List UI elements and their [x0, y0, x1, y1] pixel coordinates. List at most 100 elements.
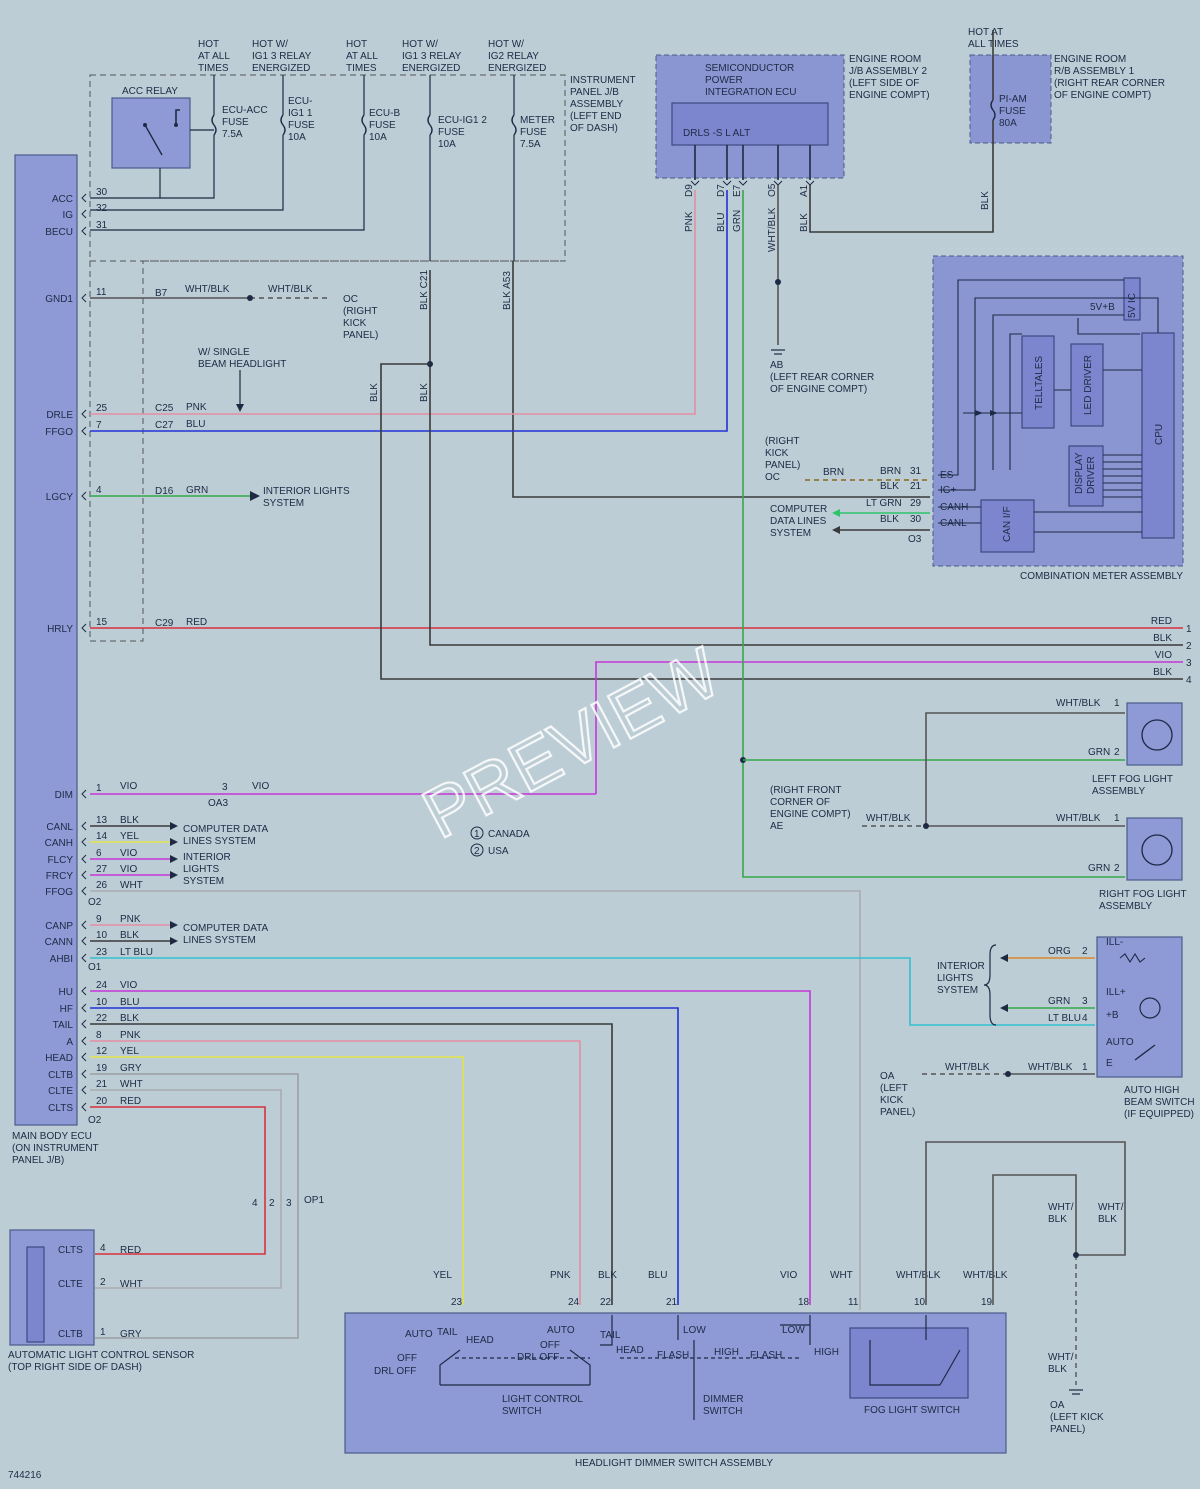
ecu-pin-number: 20 [96, 1096, 108, 1107]
sensor-name: AUTOMATIC LIGHT CONTROL SENSOR(TOP RIGHT… [8, 1350, 194, 1373]
conn-oa3-num: 3 [222, 782, 228, 793]
ecu-pin-number: 22 [96, 1013, 108, 1024]
note-canada: CANADA [488, 829, 530, 840]
spiec-inner-pins: DRLS -S L ALT [683, 128, 750, 139]
dimmer-wire-label: WHT [830, 1270, 853, 1281]
dim-vio-2: VIO [252, 781, 269, 792]
conn-b7: B7 [155, 288, 168, 299]
ecu-pin-number: 9 [96, 914, 102, 925]
ecu-pin-label: CANH [45, 838, 73, 849]
ecu-pin-label: DRLE [46, 410, 73, 421]
ecu-pin-number: 6 [96, 848, 102, 859]
dimmer-switch-position: HEAD [616, 1345, 644, 1356]
drle-pnk: PNK [186, 402, 207, 413]
gnd-whtblk-1: WHT/BLK [185, 284, 230, 295]
bus-wire-color: BLK [1153, 633, 1172, 644]
ecu-pin-label: HRLY [47, 624, 73, 635]
5v-ic-block [1123, 277, 1141, 321]
dimmer-wire-label: BLU [648, 1270, 667, 1281]
can1-wire-label: WHT [120, 880, 143, 891]
ecu-pin-label: CLTE [48, 1086, 73, 1097]
dimmer-wire-label: WHT/BLK [963, 1270, 1008, 1281]
ecu-pin-number: 14 [96, 831, 108, 842]
led-driver-label: LED DRIVER [1083, 355, 1094, 415]
combo-pin-number: 30 [910, 514, 922, 525]
ahb-pin-label: ILL- [1106, 937, 1123, 948]
left-fog-lamp-icon [1141, 719, 1173, 751]
ecu-pin-number: 30 [96, 187, 108, 198]
ecu-pin-label: HEAD [45, 1053, 73, 1064]
sensor-pin-label: CLTS [58, 1245, 83, 1256]
dimmer-pin-number: 22 [600, 1297, 612, 1308]
dimmer-switch-position: LOW [782, 1325, 805, 1336]
right-fog-whtblk: WHT/BLK [1056, 813, 1101, 824]
ecu-pin-label: LGCY [46, 492, 74, 503]
ecu-pin-label: HF [60, 1004, 73, 1015]
connector-o2-b: O2 [88, 1115, 102, 1126]
ahb-wire-color: GRN [1048, 996, 1070, 1007]
op1-num-3: 3 [286, 1198, 292, 1209]
sensor-pin-label: CLTE [58, 1279, 83, 1290]
dimmer-switch-position: AUTO [547, 1325, 575, 1336]
can1-wire-label: VIO [120, 864, 137, 875]
dimmer-switch-position: FLASH [750, 1350, 782, 1361]
can1-wire-label: BLK [120, 815, 139, 826]
svg-text:1: 1 [474, 829, 480, 840]
display-driver-block [1068, 445, 1104, 507]
dimmer-switch-position: FLASH [657, 1350, 689, 1361]
fog-light-switch-box [849, 1327, 969, 1399]
dim-vio-1: VIO [120, 781, 137, 792]
preview-watermark: PREVIEW [410, 633, 732, 853]
left-fog-whtblk: WHT/BLK [1056, 698, 1101, 709]
ecu-pin-label: FFOG [45, 887, 73, 898]
dimmer-pin-number: 21 [666, 1297, 678, 1308]
ecu-pin-label: CANL [46, 822, 73, 833]
dimmer-switch-position: HIGH [814, 1347, 839, 1358]
engine-room-rb1-box [969, 54, 1052, 144]
dimmer-pin-number: 23 [451, 1297, 463, 1308]
wire-blk-c21: BLK C21 [419, 270, 430, 310]
dimmer-switch-position: DRL OFF [374, 1366, 416, 1377]
combo-pin-number: 31 [910, 466, 922, 477]
ecu-pin-number: 12 [96, 1046, 108, 1057]
dimmer-wire-label: PNK [550, 1270, 571, 1281]
dimmer-wire-label: YEL [433, 1270, 452, 1281]
spiec-wire: PNK [684, 211, 695, 232]
sensor-pin-number: 1 [100, 1327, 106, 1338]
spiec-wire: BLK [799, 213, 810, 232]
bus-wire-color: RED [1151, 616, 1172, 627]
ecu-pin-number: 32 [96, 203, 108, 214]
sensor-pin-number: 2 [100, 1277, 106, 1288]
ffgo-blu: BLU [186, 419, 205, 430]
can1-wire-label: YEL [120, 831, 139, 842]
spiec-inner-box [671, 102, 829, 146]
bus-wire-color: BLK [1153, 667, 1172, 678]
ahb-whtblk-1: WHT/BLK [945, 1062, 990, 1073]
dimmer-pin-number: 19 [981, 1297, 993, 1308]
combo-pin-wire: LT GRN [866, 498, 902, 509]
diagram-id: 744216 [8, 1470, 42, 1481]
spiec-wire: BLU [716, 213, 727, 232]
wire-blk-a53: BLK A53 [502, 271, 513, 310]
op1-num-4: 4 [252, 1198, 258, 1209]
can2-wire-label: PNK [120, 914, 141, 925]
spiec-pin: E7 [732, 184, 743, 197]
ecu-pin-label: CLTS [48, 1103, 73, 1114]
dimmer-switch-position: HEAD [466, 1335, 494, 1346]
conn-d16: D16 [155, 486, 174, 497]
ecu-lower-wire-label: GRY [120, 1063, 142, 1074]
dimmer-pin-number: 18 [798, 1297, 810, 1308]
cpu-label: CPU [1154, 424, 1165, 445]
